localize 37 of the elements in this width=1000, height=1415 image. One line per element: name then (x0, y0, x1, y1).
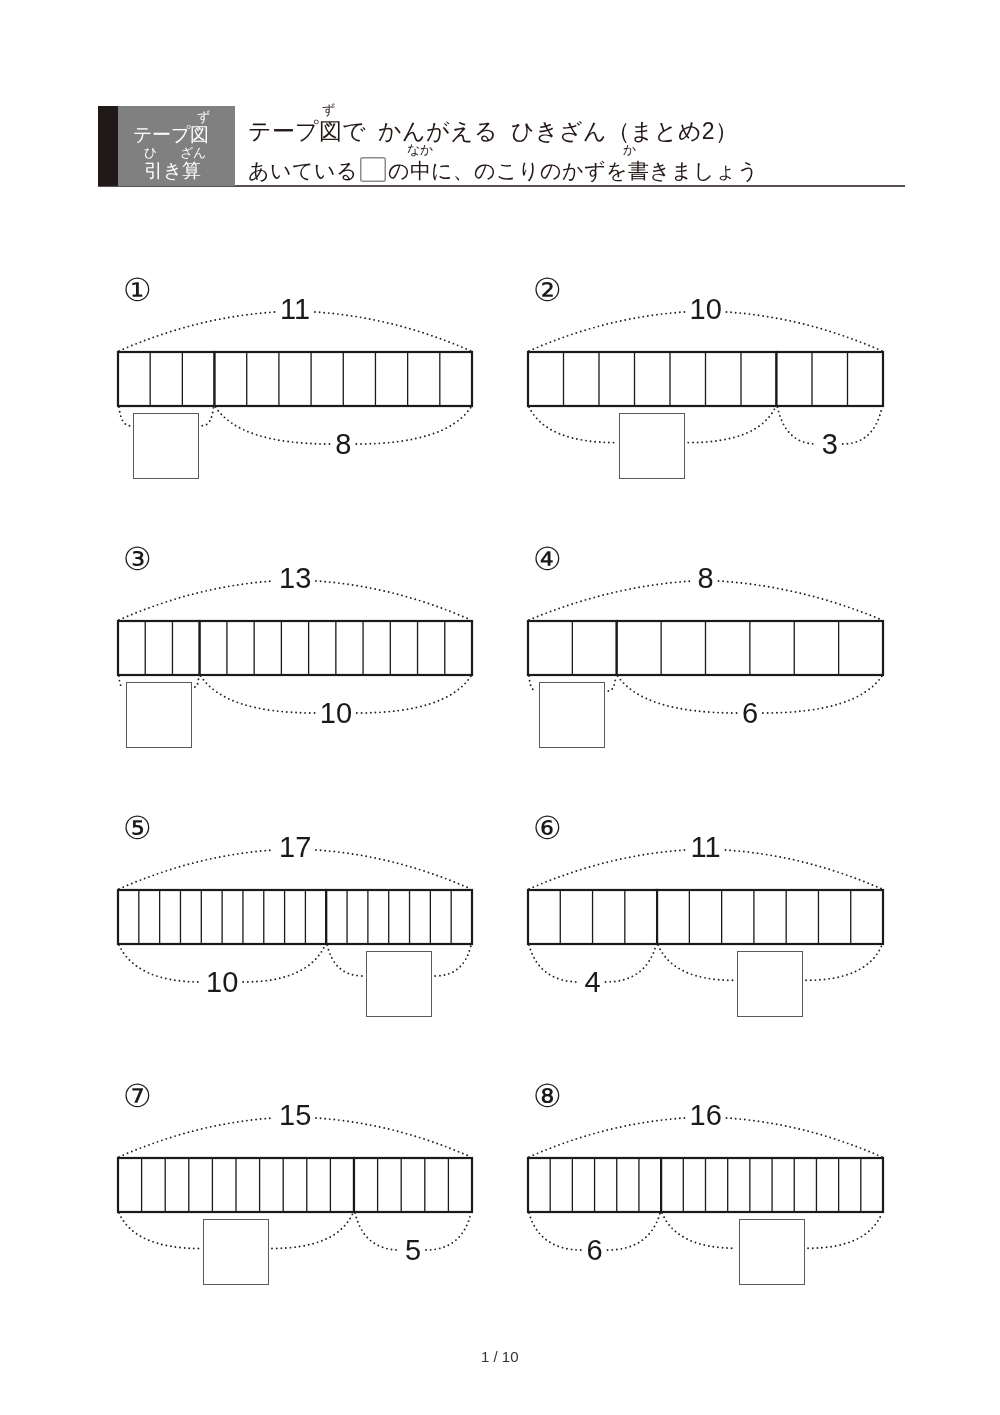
part-number: 6 (741, 698, 758, 728)
part-number: 8 (335, 429, 352, 459)
instruction-text: の中に、のこりのかずを書きましょう (388, 159, 759, 181)
total-number: 10 (689, 294, 722, 324)
problem-number: ④ (532, 543, 562, 575)
furigana: ざん (180, 145, 206, 159)
part-number: 3 (821, 429, 838, 459)
furigana: ず (196, 109, 210, 123)
total-number: 11 (280, 294, 311, 324)
problem-number: ① (122, 274, 152, 306)
total-number: 17 (279, 832, 312, 862)
part-number: 5 (405, 1235, 422, 1265)
worksheet-title: テープ図で かんがえる ひきざん（まとめ2） (248, 119, 738, 143)
furigana: なか (406, 142, 433, 156)
total-number: 8 (697, 563, 714, 593)
badge-text: 引き算 (143, 160, 201, 180)
total-number: 15 (279, 1100, 312, 1130)
furigana: ひ (143, 145, 157, 159)
total-number: 11 (690, 832, 721, 862)
furigana: ず (322, 102, 335, 116)
part-number: 6 (586, 1235, 603, 1265)
title-badge (98, 106, 235, 186)
total-number: 16 (689, 1100, 722, 1130)
problem-number: ⑧ (532, 1080, 562, 1112)
part-number: 10 (206, 967, 239, 997)
problem-number: ③ (122, 543, 152, 575)
problem-number: ⑥ (532, 812, 562, 844)
part-number: 4 (584, 967, 601, 997)
part-number: 10 (319, 698, 353, 728)
problem-number: ⑦ (122, 1080, 152, 1112)
page-number: 1 / 10 (481, 1348, 519, 1364)
instruction-text: あいている (248, 159, 358, 181)
total-number: 13 (279, 563, 312, 593)
problem-number: ② (532, 274, 562, 306)
furigana: か (623, 142, 636, 156)
problem-number: ⑤ (122, 812, 152, 844)
badge-text: テープ図 (133, 124, 209, 144)
